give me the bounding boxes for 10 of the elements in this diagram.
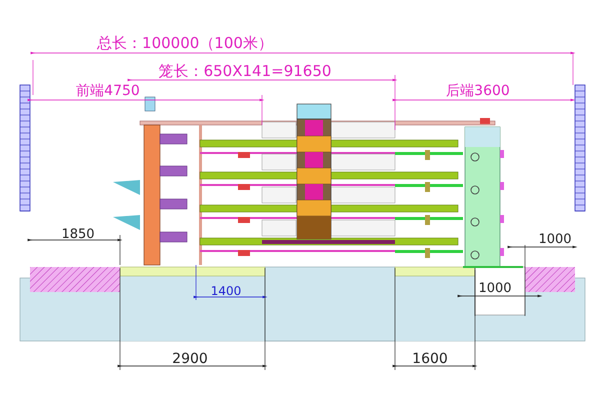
dimension-label: 1000 — [478, 282, 512, 295]
dimension-label: 前端4750 — [76, 84, 140, 98]
dimension-label: 笼长：650X141=91650 — [158, 64, 332, 79]
dimension-label: 后端3600 — [446, 84, 510, 98]
dimension-label: 1600 — [412, 352, 448, 366]
dimension-label: 1400 — [210, 285, 242, 297]
dimension-label: 1850 — [61, 228, 95, 241]
dimension-label: 总长：100000（100米） — [97, 36, 273, 51]
dimension-label: 1000 — [538, 233, 572, 246]
dimension-label: 2900 — [172, 352, 208, 366]
